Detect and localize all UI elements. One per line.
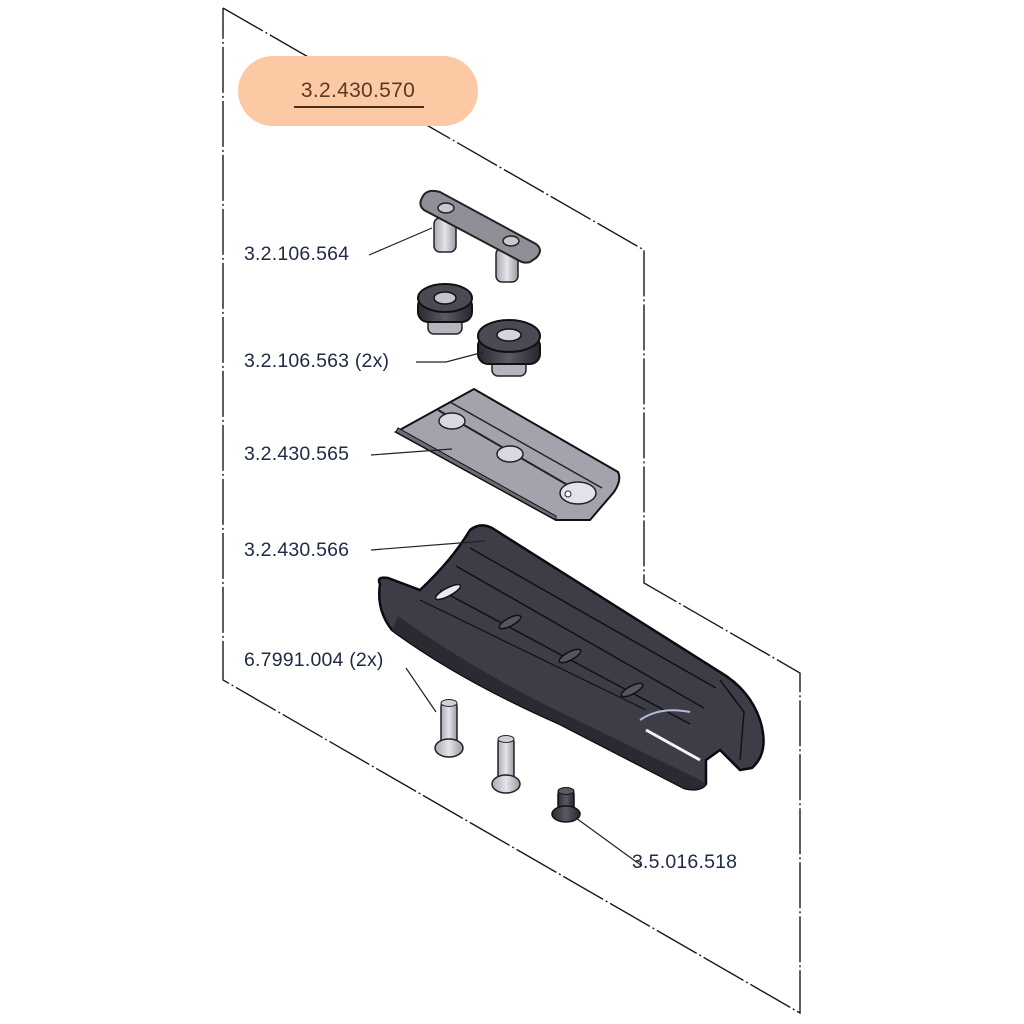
leader-line-rail-housing xyxy=(370,540,486,551)
callout-plate-bracket: 3.2.106.564 xyxy=(244,243,350,265)
leader-line-slide-plate xyxy=(370,448,453,456)
callout-short-screw: 3.5.016.518 xyxy=(632,851,738,873)
callout-slide-plate: 3.2.430.565 xyxy=(244,443,350,465)
callout-long-screw: 6.7991.004 (2x) xyxy=(244,649,384,671)
plate-bracket-part xyxy=(419,189,541,283)
assembly-part-number: 3.2.430.570 xyxy=(300,79,416,102)
long-screw-part-2 xyxy=(491,735,521,794)
slide-plate-part xyxy=(393,387,621,521)
assembly-part-number-badge: 3.2.430.570 xyxy=(238,56,478,126)
leader-line-long-screw xyxy=(405,667,437,713)
leader-line-plate-bracket xyxy=(368,227,433,256)
knurled-nut-part-2 xyxy=(477,319,541,377)
rail-housing-part xyxy=(377,524,765,791)
knurled-nut-part-1 xyxy=(417,283,473,335)
callout-rail-housing: 3.2.430.566 xyxy=(244,539,350,561)
badge-underline xyxy=(294,106,424,108)
leader-line-short-screw xyxy=(575,817,643,867)
leader-lines xyxy=(368,227,643,867)
leader-line-knurled-nut xyxy=(416,351,485,363)
long-screw-part-1 xyxy=(434,699,464,758)
callout-knurled-nut: 3.2.106.563 (2x) xyxy=(244,350,390,372)
short-screw-part xyxy=(551,787,581,823)
